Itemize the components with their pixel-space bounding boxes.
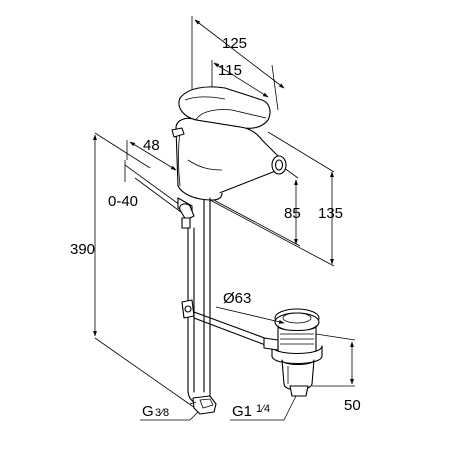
dim-135-label: 135 [318, 205, 343, 222]
popup-linkage [181, 299, 271, 347]
dim-115-label: 115 [218, 62, 242, 79]
thread-g114: G1 1⁄4 [230, 395, 297, 421]
dim-dia-63-label: Ø63 [223, 290, 251, 307]
dim-48-label: 48 [143, 137, 160, 154]
dimension-125: 125 [191, 16, 285, 111]
dimension-dia-63: Ø63 [215, 290, 285, 324]
dim-0-40-label: 0-40 [108, 193, 138, 210]
faucet-body [171, 86, 287, 201]
thread-g38-fraction: 3⁄8 [155, 407, 169, 419]
dimension-0-40: 0-40 [108, 160, 186, 216]
dimension-135: 135 [209, 131, 343, 267]
dim-125-label: 125 [222, 35, 247, 52]
thread-g38: G 3⁄8 [140, 403, 199, 421]
thread-g114-fraction: 1⁄4 [256, 403, 270, 415]
dimension-50: 50 [312, 333, 361, 414]
dim-390-label: 390 [70, 241, 95, 258]
dimension-390: 390 [70, 132, 196, 409]
dimension-48: 48 [126, 137, 177, 171]
mounting-clamp [177, 197, 195, 229]
thread-g114-label: G1 [232, 403, 252, 420]
dim-85-label: 85 [284, 205, 301, 222]
thread-g38-label: G [142, 403, 154, 420]
dimension-85: 85 [209, 164, 301, 247]
drain-valve [263, 308, 323, 397]
dim-50-label: 50 [344, 397, 361, 414]
hose-fitting [189, 395, 217, 415]
